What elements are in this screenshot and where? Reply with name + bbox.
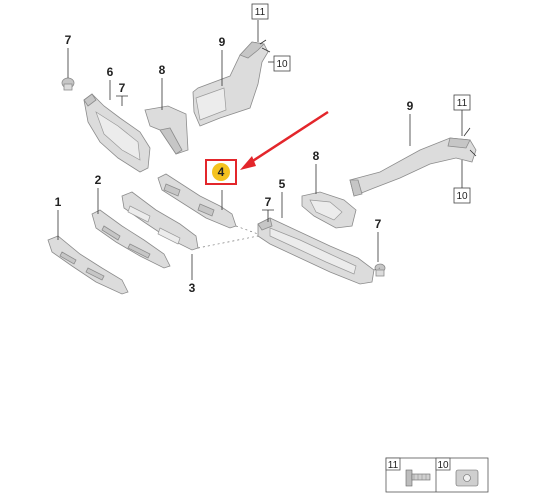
label-7-upper-left: 7 bbox=[65, 33, 72, 47]
box-10-right[interactable]: 10 bbox=[453, 187, 471, 204]
part-1-trim[interactable] bbox=[47, 235, 129, 295]
label-6: 6 bbox=[107, 65, 114, 79]
label-8-upper: 8 bbox=[159, 63, 166, 77]
label-4: 4 bbox=[218, 165, 225, 179]
part-2-trim[interactable] bbox=[91, 209, 171, 269]
part-7-clip-right[interactable] bbox=[374, 263, 386, 277]
clip-nut-icon bbox=[455, 469, 479, 487]
highlight-box-part-4[interactable]: 4 bbox=[205, 159, 237, 185]
fastener-legend: 11 10 bbox=[385, 457, 489, 493]
part-9-right-duct[interactable] bbox=[349, 127, 477, 197]
part-9-upper-duct[interactable] bbox=[192, 39, 271, 127]
part-5-bracket[interactable] bbox=[257, 217, 375, 285]
part-3-trim[interactable] bbox=[121, 191, 199, 251]
label-7-right: 7 bbox=[375, 217, 382, 231]
box-11-right[interactable]: 11 bbox=[453, 94, 471, 111]
legend-item-10[interactable]: 10 bbox=[435, 457, 479, 487]
svg-text:10: 10 bbox=[437, 460, 449, 471]
svg-text:11: 11 bbox=[255, 7, 266, 18]
label-3: 3 bbox=[189, 281, 196, 295]
part-8-right-bracket[interactable] bbox=[301, 191, 357, 229]
part-6-bracket[interactable] bbox=[83, 93, 151, 173]
svg-text:10: 10 bbox=[456, 191, 468, 202]
part-8-upper-bracket[interactable] bbox=[144, 105, 189, 155]
highlight-arrow bbox=[240, 110, 329, 170]
part-7-clip-upper[interactable] bbox=[61, 77, 75, 91]
svg-text:10: 10 bbox=[276, 59, 288, 70]
box-10-upper[interactable]: 10 bbox=[273, 55, 291, 72]
label-9-upper: 9 bbox=[219, 35, 226, 49]
label-2: 2 bbox=[95, 173, 102, 187]
svg-text:11: 11 bbox=[457, 98, 468, 109]
label-7-under-5: 7 bbox=[265, 195, 272, 209]
legend-item-11[interactable]: 11 bbox=[385, 457, 431, 487]
label-9-right: 9 bbox=[407, 99, 414, 113]
label-8-right: 8 bbox=[313, 149, 320, 163]
screw-icon bbox=[405, 469, 431, 487]
label-1: 1 bbox=[55, 195, 62, 209]
label-5: 5 bbox=[279, 177, 286, 191]
box-11-upper[interactable]: 11 bbox=[251, 3, 269, 20]
svg-text:11: 11 bbox=[388, 460, 399, 471]
label-7-under-6: 7 bbox=[119, 81, 126, 95]
